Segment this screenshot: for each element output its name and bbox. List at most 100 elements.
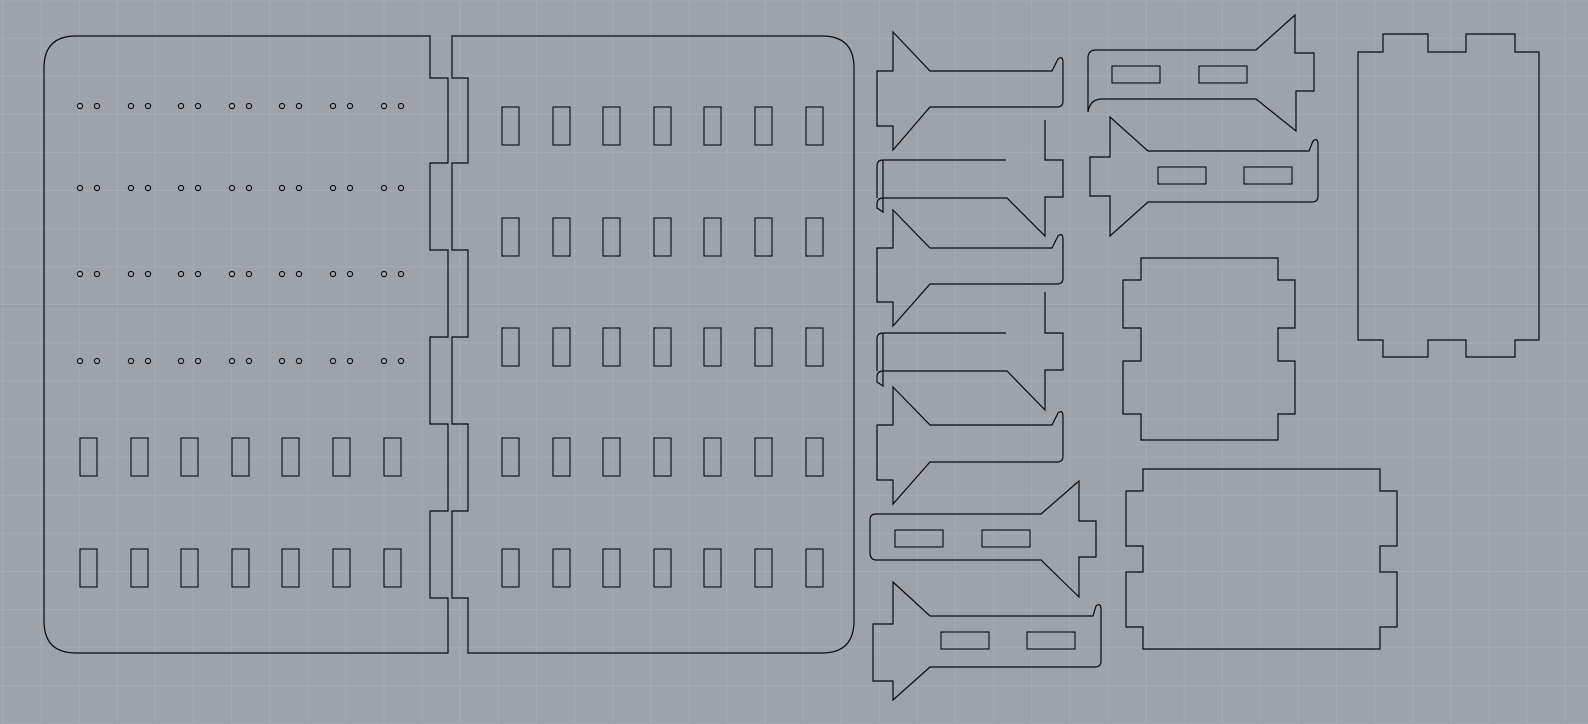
pin-hole (380, 184, 388, 192)
slot (703, 106, 722, 146)
pin-hole (177, 184, 185, 192)
box-plate-wide[interactable] (1125, 468, 1398, 650)
pin-hole (144, 102, 152, 110)
slot (602, 437, 621, 477)
slot (754, 548, 773, 588)
pin-hole (127, 102, 135, 110)
pin-hole (329, 270, 337, 278)
slot (653, 217, 672, 257)
bracket-slotted-2[interactable] (872, 580, 1102, 702)
slot (79, 548, 98, 588)
pin-hole (380, 357, 388, 365)
slot (653, 327, 672, 367)
slot (805, 217, 824, 257)
pin-hole (76, 357, 84, 365)
left-panel-pin-holes (76, 102, 405, 365)
slot (552, 437, 571, 477)
pin-hole (346, 184, 354, 192)
slot (805, 106, 824, 146)
bracket-5[interactable] (876, 385, 1064, 506)
slot (805, 437, 824, 477)
pin-hole (295, 357, 303, 365)
pin-hole (295, 270, 303, 278)
pin-hole (144, 357, 152, 365)
slot (602, 106, 621, 146)
slot (281, 548, 300, 588)
pin-hole (228, 357, 236, 365)
pin-hole (127, 270, 135, 278)
pin-hole (397, 184, 405, 192)
end-plate-tall[interactable] (1357, 33, 1540, 358)
slot (602, 327, 621, 367)
slot (754, 217, 773, 257)
box-plate-small[interactable] (1122, 257, 1296, 441)
pin-hole (93, 270, 101, 278)
pin-hole (295, 184, 303, 192)
bracket-1[interactable] (876, 30, 1064, 152)
pin-hole (127, 184, 135, 192)
pin-hole (397, 357, 405, 365)
pin-hole (329, 357, 337, 365)
slot (180, 548, 199, 588)
pin-hole (194, 270, 202, 278)
pin-hole (93, 102, 101, 110)
slot (805, 327, 824, 367)
pin-hole (397, 102, 405, 110)
bracket-3[interactable] (876, 208, 1064, 328)
pin-hole (76, 102, 84, 110)
pin-hole (245, 184, 253, 192)
slot (501, 548, 520, 588)
slot (754, 106, 773, 146)
pin-hole (194, 102, 202, 110)
pin-hole (397, 270, 405, 278)
pin-hole (295, 102, 303, 110)
right-panel-slots (501, 106, 824, 588)
slot (332, 548, 351, 588)
pin-hole (245, 102, 253, 110)
slot (79, 437, 98, 477)
pin-hole (144, 184, 152, 192)
slot (383, 548, 402, 588)
slot (805, 548, 824, 588)
slot (501, 327, 520, 367)
slot (703, 327, 722, 367)
pin-hole (228, 184, 236, 192)
left-panel[interactable] (43, 35, 449, 654)
slot (130, 548, 149, 588)
slot (552, 217, 571, 257)
bracket-2[interactable] (876, 120, 1064, 238)
pin-hole (329, 184, 337, 192)
pin-hole (278, 357, 286, 365)
pin-hole (76, 270, 84, 278)
slot (653, 106, 672, 146)
right-panel[interactable] (451, 35, 855, 654)
pin-hole (346, 357, 354, 365)
bracket-slotted-4[interactable] (1089, 115, 1319, 238)
pin-hole (245, 357, 253, 365)
bracket-slotted-3[interactable] (1087, 13, 1315, 133)
pin-hole (245, 270, 253, 278)
pin-hole (177, 102, 185, 110)
slot (180, 437, 199, 477)
bracket-4[interactable] (876, 292, 1064, 412)
pin-hole (278, 270, 286, 278)
pin-hole (93, 184, 101, 192)
slot (703, 217, 722, 257)
slot (281, 437, 300, 477)
pin-hole (228, 270, 236, 278)
slot (602, 548, 621, 588)
slot (130, 437, 149, 477)
pin-hole (278, 102, 286, 110)
pin-hole (177, 270, 185, 278)
pin-hole (127, 357, 135, 365)
slot (602, 217, 621, 257)
pin-hole (278, 184, 286, 192)
slot (754, 327, 773, 367)
pin-hole (76, 184, 84, 192)
bracket-slotted-1[interactable] (869, 479, 1097, 599)
slot (332, 437, 351, 477)
slot (703, 548, 722, 588)
pin-hole (346, 270, 354, 278)
